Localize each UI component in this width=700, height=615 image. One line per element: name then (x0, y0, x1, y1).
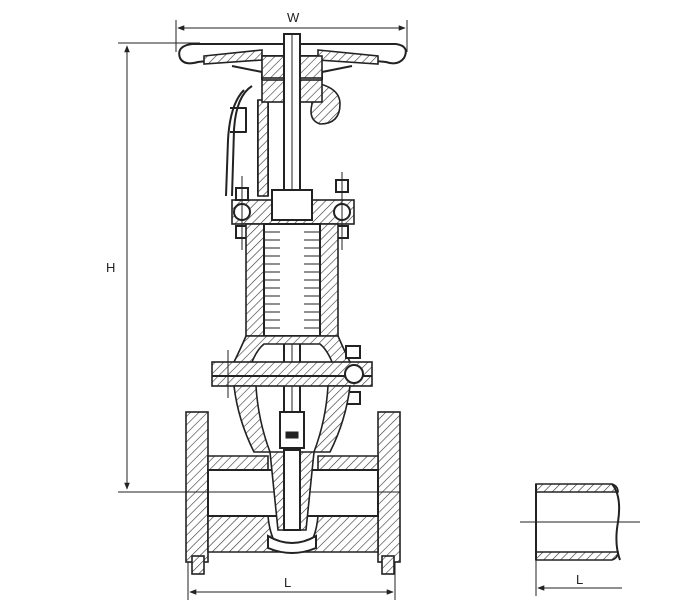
handwheel (178, 43, 407, 80)
dimension-l-label: L (284, 575, 291, 590)
body-bonnet-joint (211, 335, 373, 405)
valve-body (185, 385, 401, 575)
bellows (245, 223, 339, 337)
dimension-w: W (175, 10, 408, 52)
dimension-l: L (187, 555, 396, 600)
bonnet-flange (231, 172, 355, 250)
dimension-h-label: H (106, 260, 115, 275)
detail-length-label: L (576, 572, 583, 587)
dimension-h: H (106, 42, 240, 493)
dimension-w-label: W (287, 10, 300, 25)
pipe-end-detail: L (520, 483, 640, 596)
